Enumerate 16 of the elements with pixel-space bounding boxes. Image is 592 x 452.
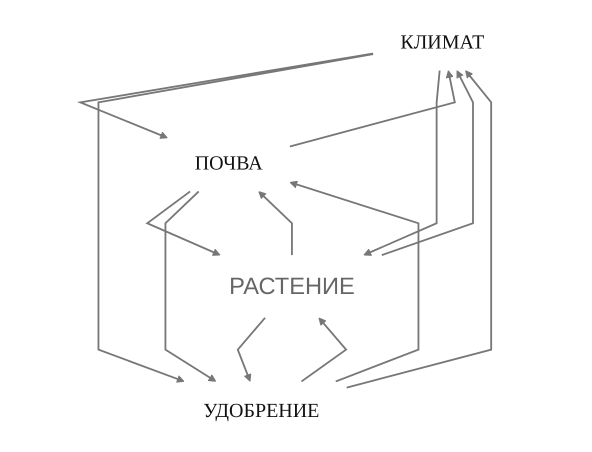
arrow [300,317,348,382]
node-text: РАСТЕНИЕ [229,272,355,300]
arrow [290,180,420,382]
arrow [145,190,220,256]
arrow [363,70,441,256]
node-text: ПОЧВА [194,151,263,174]
node-text: КЛИМАТ [400,30,484,54]
arrow [290,70,456,148]
node-text: УДОБРЕНИЕ [203,398,320,422]
arrow [98,53,374,383]
arrow [164,190,216,382]
arrow [76,52,374,139]
arrow [258,191,293,256]
arrow [236,317,266,382]
arrow [382,70,474,256]
arrow [346,70,492,388]
